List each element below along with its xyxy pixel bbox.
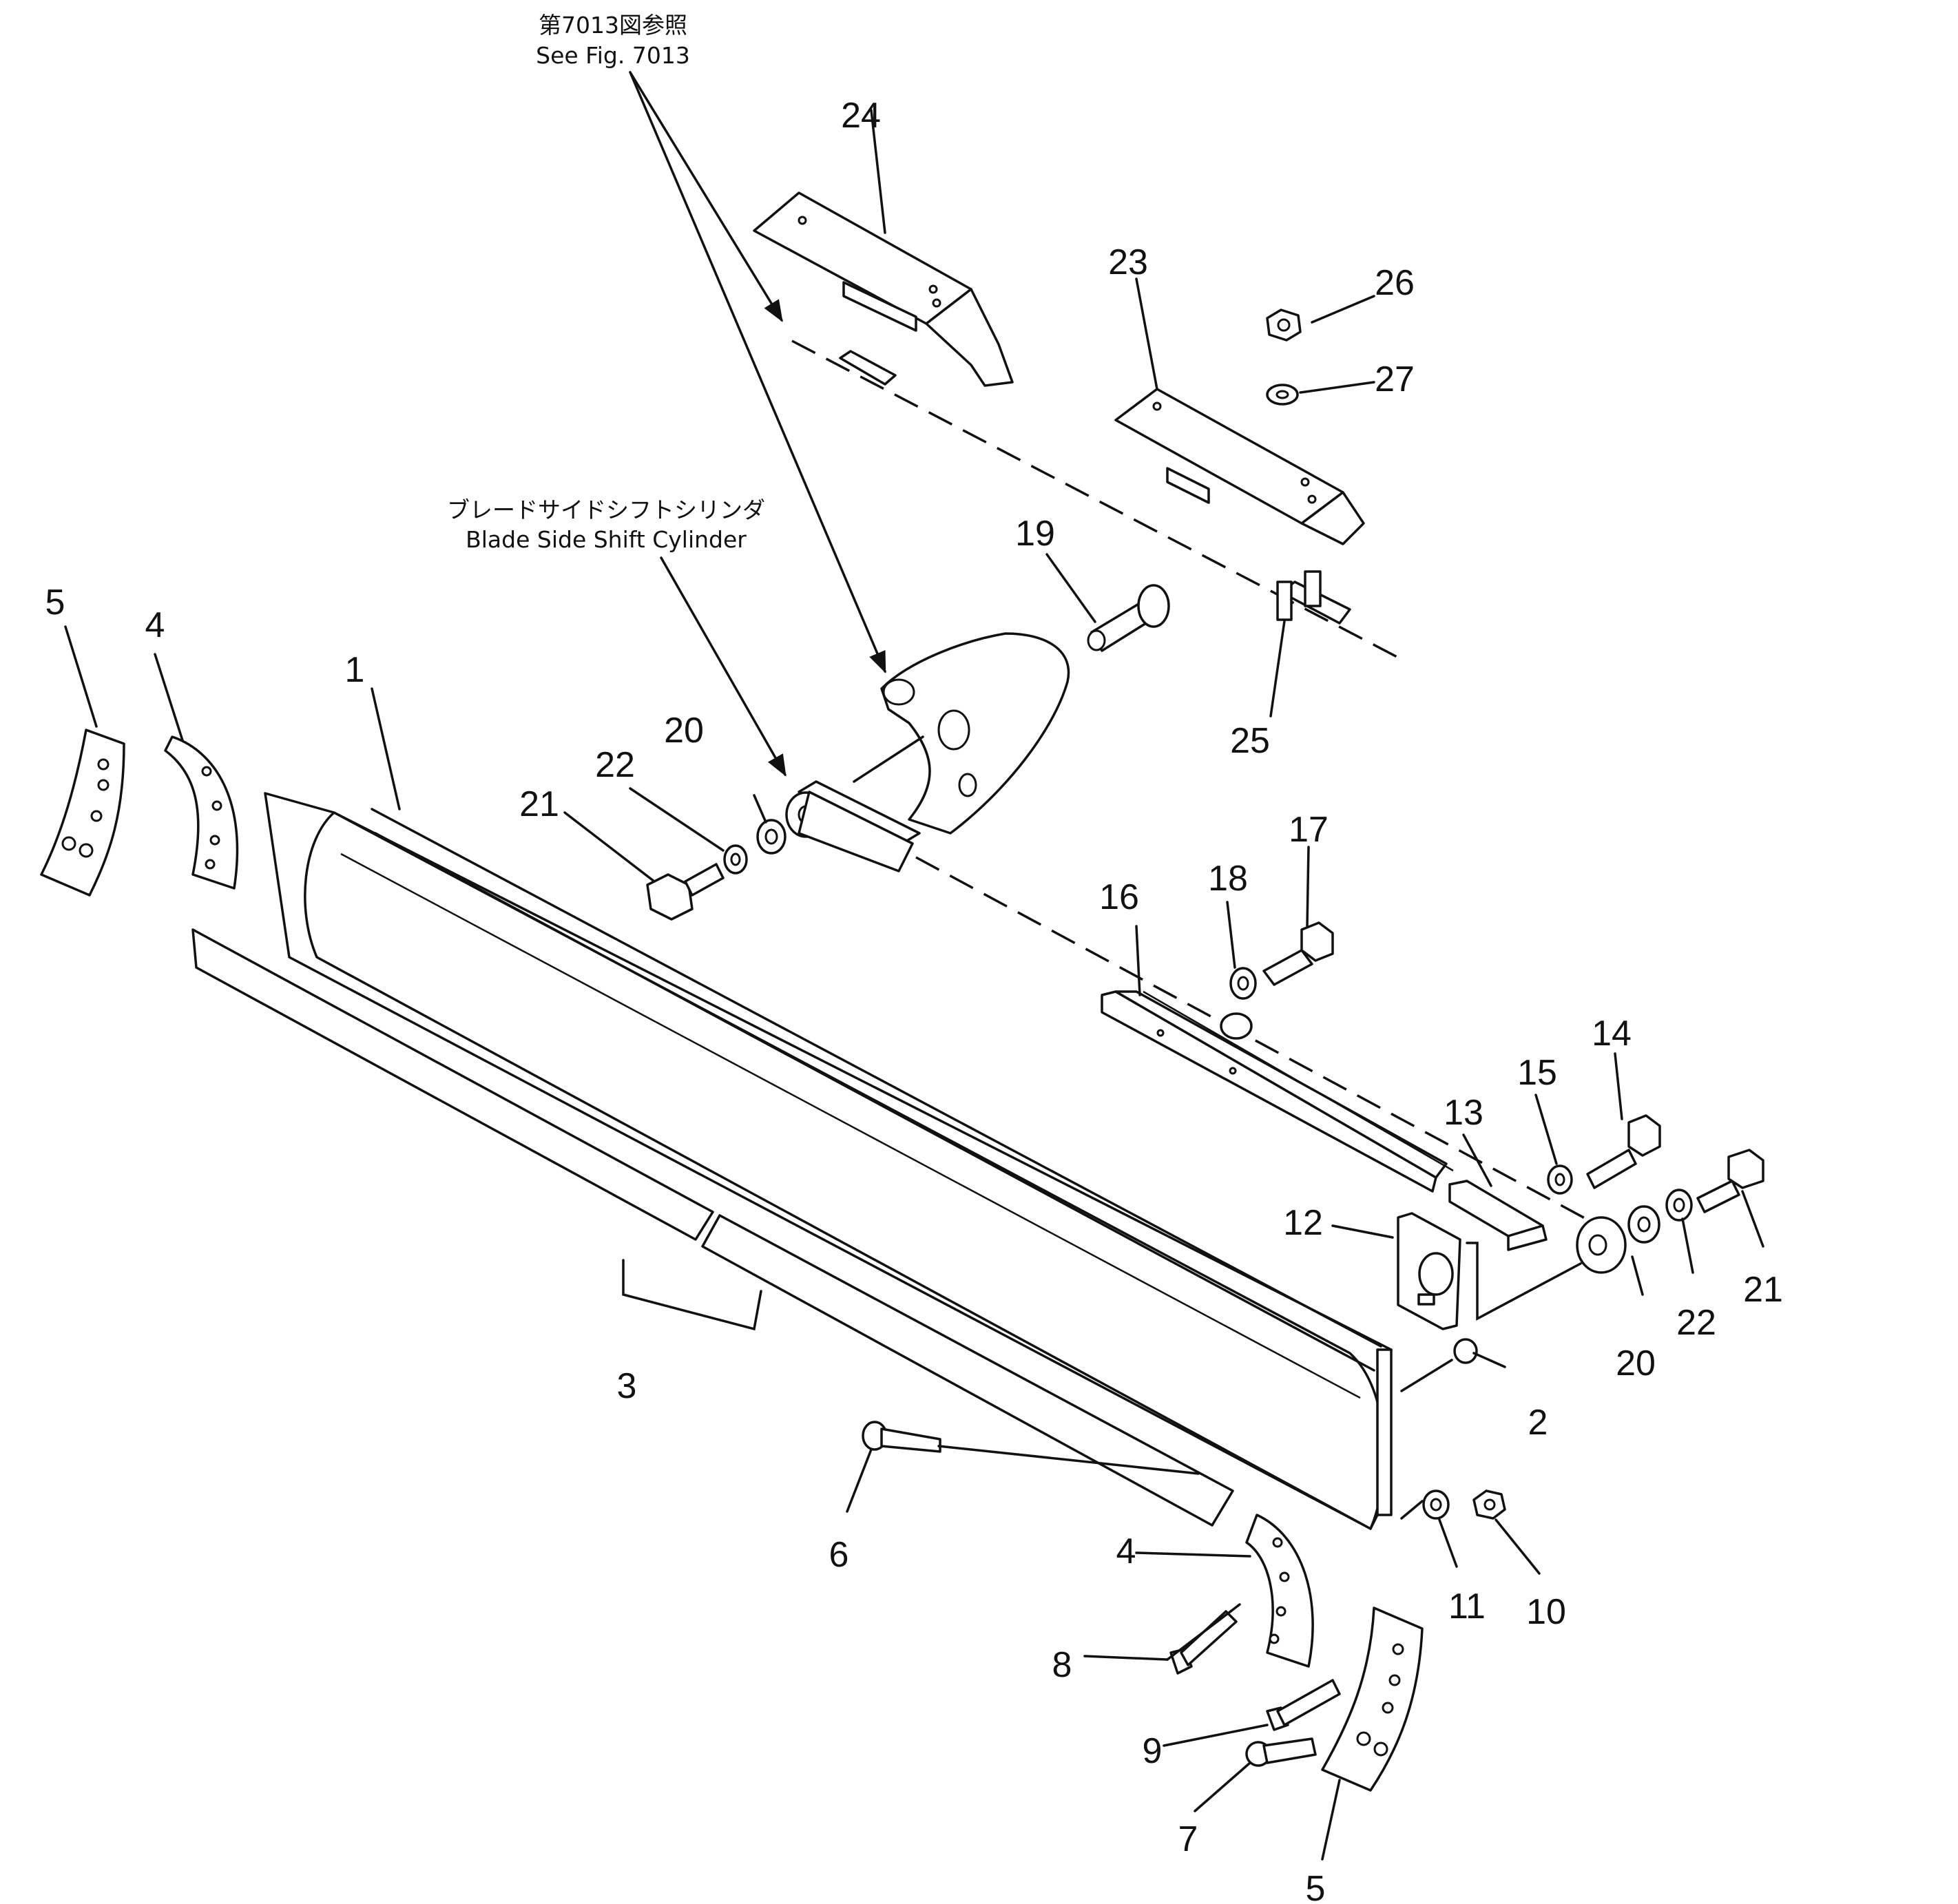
- callout-26: 26: [1375, 263, 1415, 303]
- callout-13: 13: [1444, 1093, 1483, 1133]
- callout-4-right: 4: [1116, 1531, 1136, 1571]
- part-9-bolt: [1266, 1679, 1341, 1731]
- part-27-washer: [1266, 384, 1299, 406]
- part-12-plate: [1397, 1212, 1582, 1330]
- part-5-end-bit-left: [40, 729, 125, 897]
- callout-20-right: 20: [1616, 1343, 1656, 1383]
- callout-1: 1: [345, 650, 365, 690]
- mounting-bracket: [853, 632, 1070, 835]
- callout-6: 6: [829, 1535, 849, 1575]
- callout-5-left: 5: [45, 583, 65, 623]
- cylinder-note-en: Blade Side Shift Cylinder: [466, 526, 747, 553]
- part-24-bracket: [753, 191, 1014, 387]
- part-20-washer-right: [1627, 1205, 1660, 1244]
- part-13-plate: [1448, 1180, 1548, 1251]
- callout-9: 9: [1143, 1731, 1163, 1771]
- part-26-nut: [1266, 308, 1302, 342]
- callout-16: 16: [1099, 877, 1139, 917]
- part-17-bolt: [1262, 921, 1334, 986]
- callout-3: 3: [617, 1366, 637, 1406]
- callout-18: 18: [1208, 859, 1248, 899]
- part-14-bolt: [1586, 1114, 1661, 1189]
- part-1-blade: [264, 792, 1393, 1530]
- part-6-bolt: [862, 1421, 941, 1453]
- part-16-rail: [1101, 990, 1454, 1193]
- part-10-nut: [1472, 1489, 1506, 1520]
- part-4-end-bit-right: [1245, 1514, 1314, 1668]
- part-7-bolt: [1245, 1737, 1317, 1767]
- callout-17: 17: [1289, 810, 1329, 850]
- leader-lines: [64, 109, 1764, 1861]
- part-15-washer: [1547, 1164, 1573, 1195]
- callout-21-left: 21: [519, 784, 559, 824]
- callout-20-left: 20: [664, 711, 704, 751]
- callout-23: 23: [1108, 242, 1148, 282]
- part-21-bolt-left: [646, 863, 725, 921]
- callout-24: 24: [841, 96, 881, 136]
- part-11-washer: [1422, 1489, 1450, 1520]
- part-3-cutting-edges: [191, 928, 1234, 1527]
- fig-ref-jp: 第7013図参照: [539, 12, 687, 39]
- callout-14: 14: [1592, 1014, 1632, 1054]
- callout-19: 19: [1015, 514, 1055, 554]
- callout-10: 10: [1526, 1592, 1566, 1632]
- part-5-end-bit-right: [1321, 1607, 1424, 1792]
- reference-arrows: [629, 71, 886, 777]
- callout-8: 8: [1052, 1645, 1072, 1685]
- cylinder-note-jp: ブレードサイドシフトシリンダ: [447, 496, 765, 523]
- callout-22-left: 22: [595, 745, 635, 785]
- callout-22-right: 22: [1676, 1303, 1716, 1343]
- part-21-bolt-right: [1696, 1149, 1764, 1213]
- part-18-washer: [1229, 967, 1257, 1000]
- part-20-washer-left: [756, 819, 787, 855]
- part-23-bracket: [1114, 388, 1365, 545]
- part-8-bolt: [1169, 1610, 1238, 1675]
- callout-15: 15: [1517, 1053, 1557, 1093]
- callout-4-left: 4: [145, 605, 165, 645]
- part-19-pin: [1087, 584, 1170, 652]
- fig-ref-en: See Fig. 7013: [536, 42, 690, 69]
- callout-labels: 24 23 26 27 19 25 20 22 21 1 4 5 16 18 1…: [45, 96, 1783, 1904]
- callout-12: 12: [1283, 1203, 1323, 1243]
- part-25-rod: [791, 339, 1406, 662]
- callout-25: 25: [1230, 721, 1270, 761]
- part-4-end-bit-left: [164, 735, 239, 890]
- blade-side-shift-cylinder: [785, 780, 1612, 1234]
- part-20-bushing-right: [1576, 1216, 1627, 1274]
- callout-7: 7: [1178, 1819, 1198, 1859]
- part-22-washer-right: [1665, 1189, 1693, 1222]
- callout-11: 11: [1448, 1587, 1486, 1626]
- part-2-stud: [1400, 1338, 1478, 1392]
- part-22-washer-left: [723, 844, 748, 875]
- callout-27: 27: [1375, 359, 1415, 399]
- callout-2: 2: [1528, 1403, 1548, 1443]
- callout-5-right: 5: [1306, 1869, 1326, 1904]
- callout-21-right: 21: [1743, 1270, 1783, 1310]
